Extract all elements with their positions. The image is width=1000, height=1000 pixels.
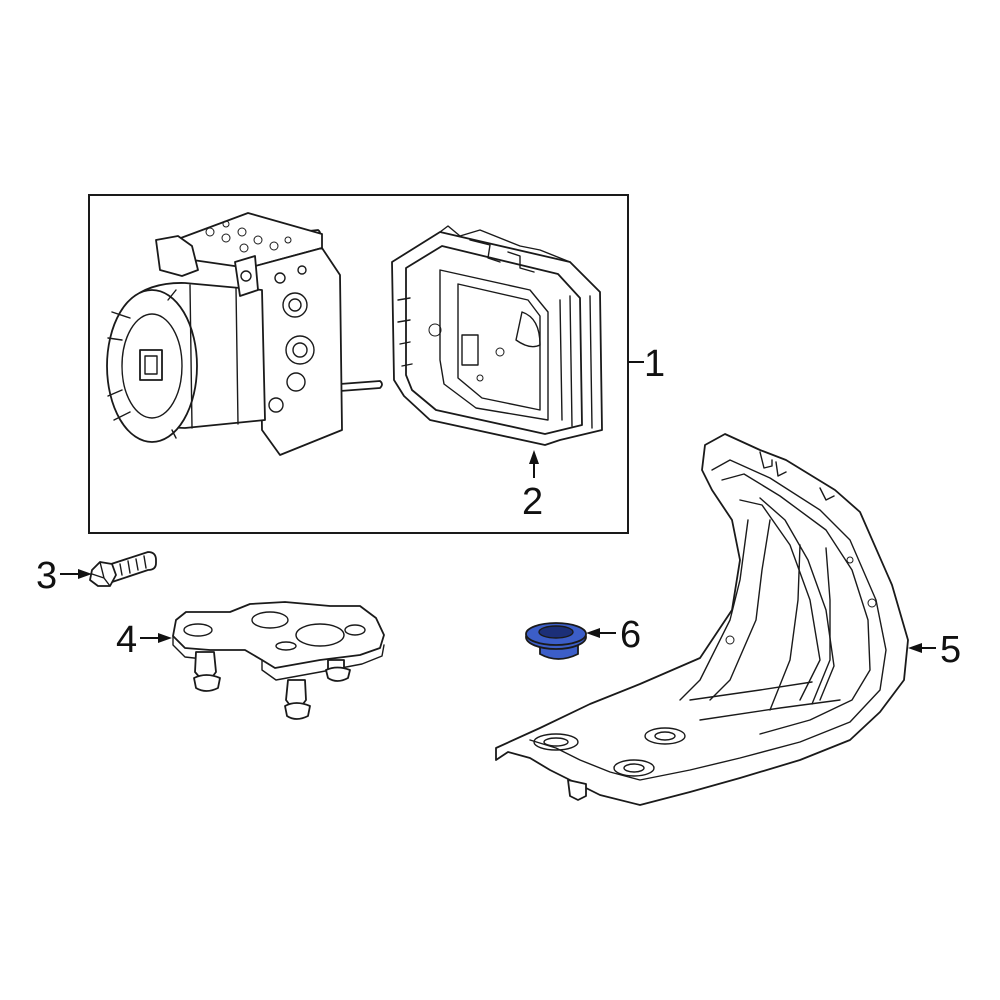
callout-5: 5 xyxy=(908,629,961,671)
callout-2-label: 2 xyxy=(522,481,543,523)
callout-1-label: 1 xyxy=(644,343,665,385)
support-bracket[interactable] xyxy=(495,433,909,806)
mounting-bracket[interactable] xyxy=(172,601,385,720)
control-module[interactable] xyxy=(391,225,603,446)
callout-6: 6 xyxy=(586,614,641,656)
grommet-hole xyxy=(538,625,574,639)
callout-2: 2 xyxy=(522,450,543,523)
hydraulic-unit[interactable] xyxy=(106,212,383,456)
callout-3-label: 3 xyxy=(36,555,57,597)
assembly-group-box xyxy=(88,194,629,534)
bolt[interactable] xyxy=(89,551,157,587)
callout-5-label: 5 xyxy=(940,629,961,671)
insulator-grommet[interactable] xyxy=(525,622,587,660)
callout-3: 3 xyxy=(36,555,92,597)
callout-6-label: 6 xyxy=(620,614,641,656)
callout-1: 1 xyxy=(628,343,665,385)
callout-4: 4 xyxy=(116,619,172,661)
callout-4-label: 4 xyxy=(116,619,137,661)
